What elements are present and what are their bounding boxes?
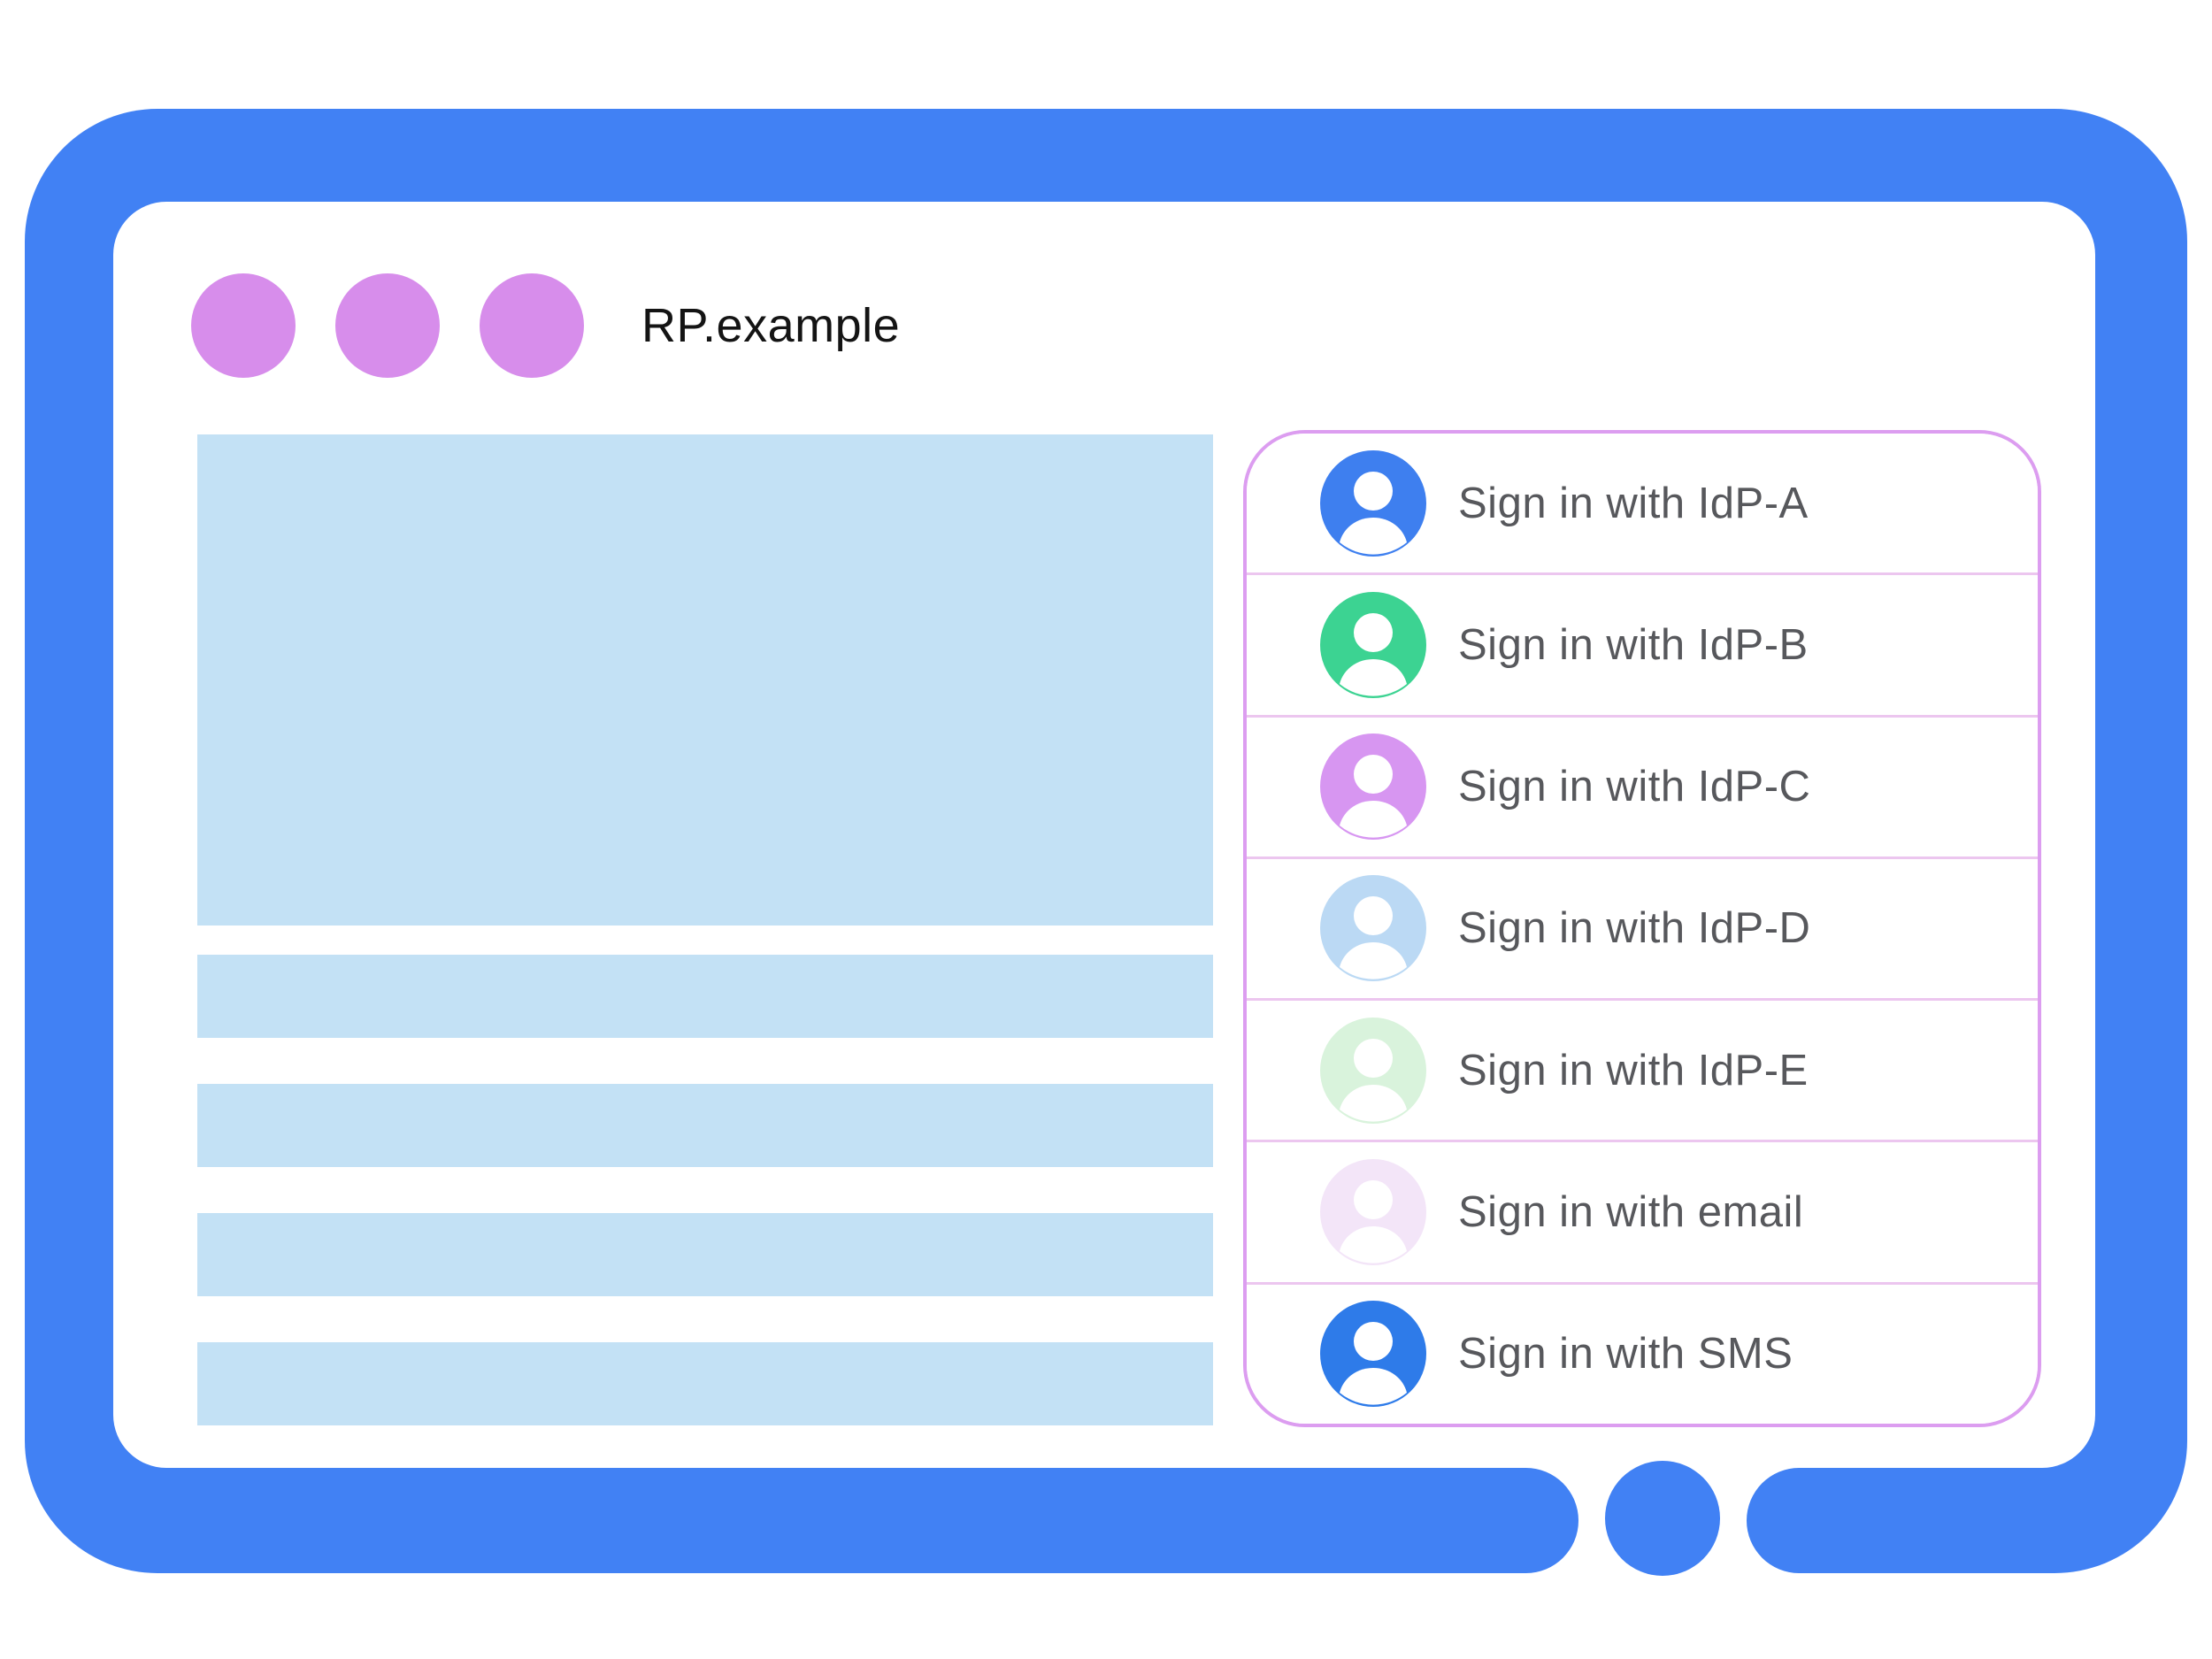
person-avatar-icon [1320,875,1426,982]
content-placeholder-bar [197,1213,1213,1296]
content-placeholder-bar [197,955,1213,1038]
signin-option-label: Sign in with IdP-A [1458,479,1809,527]
signin-option-idp-d[interactable]: Sign in with IdP-D [1247,858,2038,1002]
browser-titlebar: RP.example [191,273,900,378]
signin-option-idp-e[interactable]: Sign in with IdP-E [1247,1001,2038,1143]
signin-option-label: Sign in with IdP-C [1458,763,1811,811]
content-placeholder-bar [197,1084,1213,1167]
person-avatar-icon [1320,733,1426,841]
content-placeholder-hero [197,434,1213,926]
content-placeholder-bar [197,1342,1213,1425]
chin-bar-right-end [1747,1468,1853,1573]
signin-option-idp-c[interactable]: Sign in with IdP-C [1247,717,2038,859]
signin-option-sms[interactable]: Sign in with SMS [1247,1284,2038,1424]
window-dot-icon [335,273,440,378]
signin-option-label: Sign in with IdP-B [1458,620,1809,669]
person-avatar-icon [1320,1159,1426,1266]
address-text: RP.example [641,299,901,352]
chin-bar-left-end [1472,1468,1578,1573]
signin-option-label: Sign in with IdP-E [1458,1046,1809,1094]
signin-account-chooser: Sign in with IdP-A Sign in with IdP-B [1243,430,2041,1427]
person-avatar-icon [1320,1017,1426,1124]
signin-option-label: Sign in with IdP-D [1458,904,1811,953]
home-button-icon [1605,1461,1720,1576]
signin-option-idp-b[interactable]: Sign in with IdP-B [1247,575,2038,718]
signin-option-email[interactable]: Sign in with email [1247,1142,2038,1285]
signin-option-label: Sign in with SMS [1458,1330,1793,1379]
window-dot-icon [191,273,296,378]
browser-frame: RP.example Sign in with IdP-A [25,109,2187,1578]
window-dot-icon [480,273,584,378]
person-avatar-icon [1320,591,1426,698]
person-avatar-icon [1320,1301,1426,1408]
browser-screen: RP.example Sign in with IdP-A [113,202,2095,1468]
signin-option-label: Sign in with email [1458,1188,1804,1237]
person-avatar-icon [1320,449,1426,557]
signin-option-idp-a[interactable]: Sign in with IdP-A [1247,434,2038,576]
